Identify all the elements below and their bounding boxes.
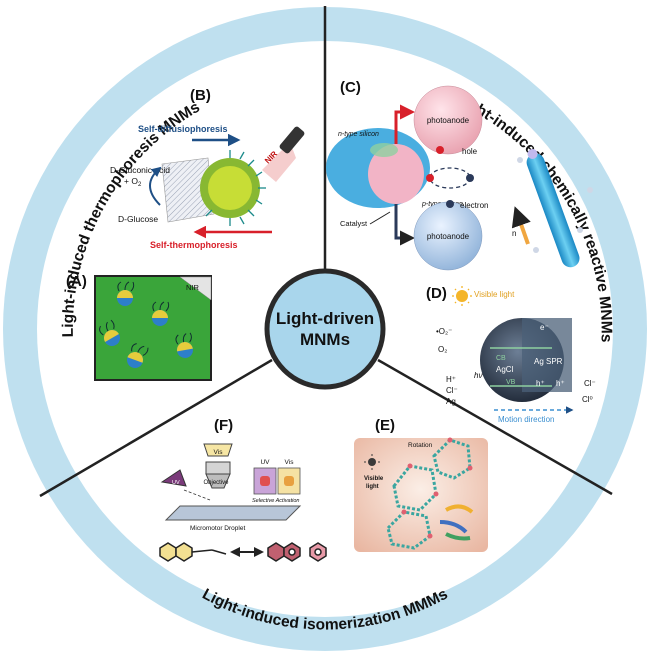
panel-a: (A) NIR <box>66 273 212 381</box>
panel-a-label: (A) <box>66 273 87 290</box>
center-node: Light-driven MNMs <box>264 268 386 390</box>
rod-arrow <box>511 206 531 245</box>
vb-label: VB <box>506 379 516 386</box>
vis-box-label: Vis <box>285 459 295 466</box>
nir-laser-icon: NIR <box>262 126 305 182</box>
sun-icon <box>452 286 472 306</box>
divider-right <box>377 358 613 496</box>
agcl-label: AgCl <box>496 365 514 374</box>
reaction-arrow <box>149 166 162 206</box>
uv-lamp-left <box>160 469 187 487</box>
molecule-cis <box>267 542 327 562</box>
self-diffusiophoresis-label: Self-diffusiophoresis <box>138 124 228 134</box>
divider-left <box>39 358 273 498</box>
objective-body <box>205 461 231 475</box>
micromotor-platform <box>164 505 302 521</box>
catalyst-label: Catalyst <box>340 219 368 228</box>
objective-lens <box>205 473 231 489</box>
photoanode-top <box>413 85 483 155</box>
hole-dot <box>436 146 444 154</box>
ag-spr-label: Ag SPR <box>534 357 563 366</box>
o2-label-b: + O2 <box>124 176 142 188</box>
cl0-label: Cl⁰ <box>582 395 593 404</box>
self-thermophoresis-label: Self-thermophoresis <box>150 240 238 250</box>
center-title-line2: MNMs <box>300 330 350 349</box>
ag-spr-region <box>522 318 572 392</box>
photoanode-bottom-label: photoanode <box>427 232 470 241</box>
glucose-label: D-Glucose <box>118 214 158 224</box>
electron-dot <box>446 200 454 208</box>
electron-label: electron <box>460 201 488 210</box>
panel-f-label: (F) <box>214 417 233 434</box>
blue-arrow <box>439 520 468 534</box>
n-label: n <box>512 229 516 238</box>
gluconic-acid-label: D-Gluconic acid <box>110 165 170 175</box>
photoanode-top-label: photoanode <box>427 116 470 125</box>
cb-label: CB <box>496 355 506 362</box>
h-label-1: h⁺ <box>536 379 545 388</box>
hv-label: hν <box>474 371 482 380</box>
o2-label-d: O₂ <box>438 345 447 354</box>
nanorod <box>526 148 580 268</box>
red-connector <box>394 104 415 144</box>
panel-b-label: (B) <box>190 87 211 104</box>
janus-particles-a <box>99 281 193 368</box>
ag-label: Ag <box>446 397 456 406</box>
h-label-2: h⁺ <box>556 379 565 388</box>
panel-d-label: (D) <box>426 285 447 302</box>
micromotor-droplet-label: Micromotor Droplet <box>190 525 245 532</box>
panel-e: (E) Rotation Visible light <box>354 417 488 552</box>
molecule-trans <box>159 542 227 562</box>
green-arrow <box>445 532 471 541</box>
vis-lamp <box>203 443 233 457</box>
janus-particle-b <box>161 150 266 226</box>
visible-light-label: Visible light <box>474 290 515 299</box>
vis-top-label: Vis <box>214 449 224 456</box>
o2-radical-label: •O₂⁻ <box>436 327 452 336</box>
visible-label-e: Visible <box>364 476 384 482</box>
n-type-label: n-type silicon <box>338 131 379 138</box>
e-label-2: e⁻ <box>540 323 549 332</box>
motion-direction-label: Motion direction <box>498 415 554 424</box>
uv-box-label: UV <box>260 459 270 466</box>
objective-label: Objective <box>203 480 229 486</box>
panel-d: (D) Visible light •O₂⁻ O₂ e⁻ e⁻ CB VB Ag… <box>426 285 596 424</box>
cl-minus-label: Cl⁻ <box>446 386 458 395</box>
hole-label: hole <box>462 147 478 156</box>
rotation-label: Rotation <box>408 442 433 449</box>
catalyst-pointer <box>369 211 391 225</box>
nir-label-a: NIR <box>186 283 200 292</box>
p-type-blob <box>368 144 424 204</box>
panel-c: (C) n-type silicon p-type silicon Cataly… <box>326 79 593 271</box>
panel-e-label: (E) <box>375 417 395 434</box>
yellow-arrow <box>445 504 474 514</box>
nir-beam-a <box>179 276 212 301</box>
h-plus-label: H⁺ <box>446 375 456 384</box>
panel-b: (B) Self-diffusiophoresis NIR D-Gluconic… <box>110 87 305 250</box>
selective-activation-label: Selective Activation <box>252 498 300 504</box>
center-title-line1: Light-driven <box>276 309 374 328</box>
uv-left-label: UV <box>172 480 180 486</box>
panel-c-label: (C) <box>340 79 361 96</box>
visible-light-icon-e <box>364 454 380 470</box>
dark-connector <box>394 204 415 246</box>
e-label-1: e⁻ <box>458 335 467 344</box>
panel-f: (F) Vis Objective UV Micromotor Droplet … <box>159 417 327 562</box>
cl-minus-right-label: Cl⁻ <box>584 379 596 388</box>
light-label-e: light <box>366 484 379 490</box>
